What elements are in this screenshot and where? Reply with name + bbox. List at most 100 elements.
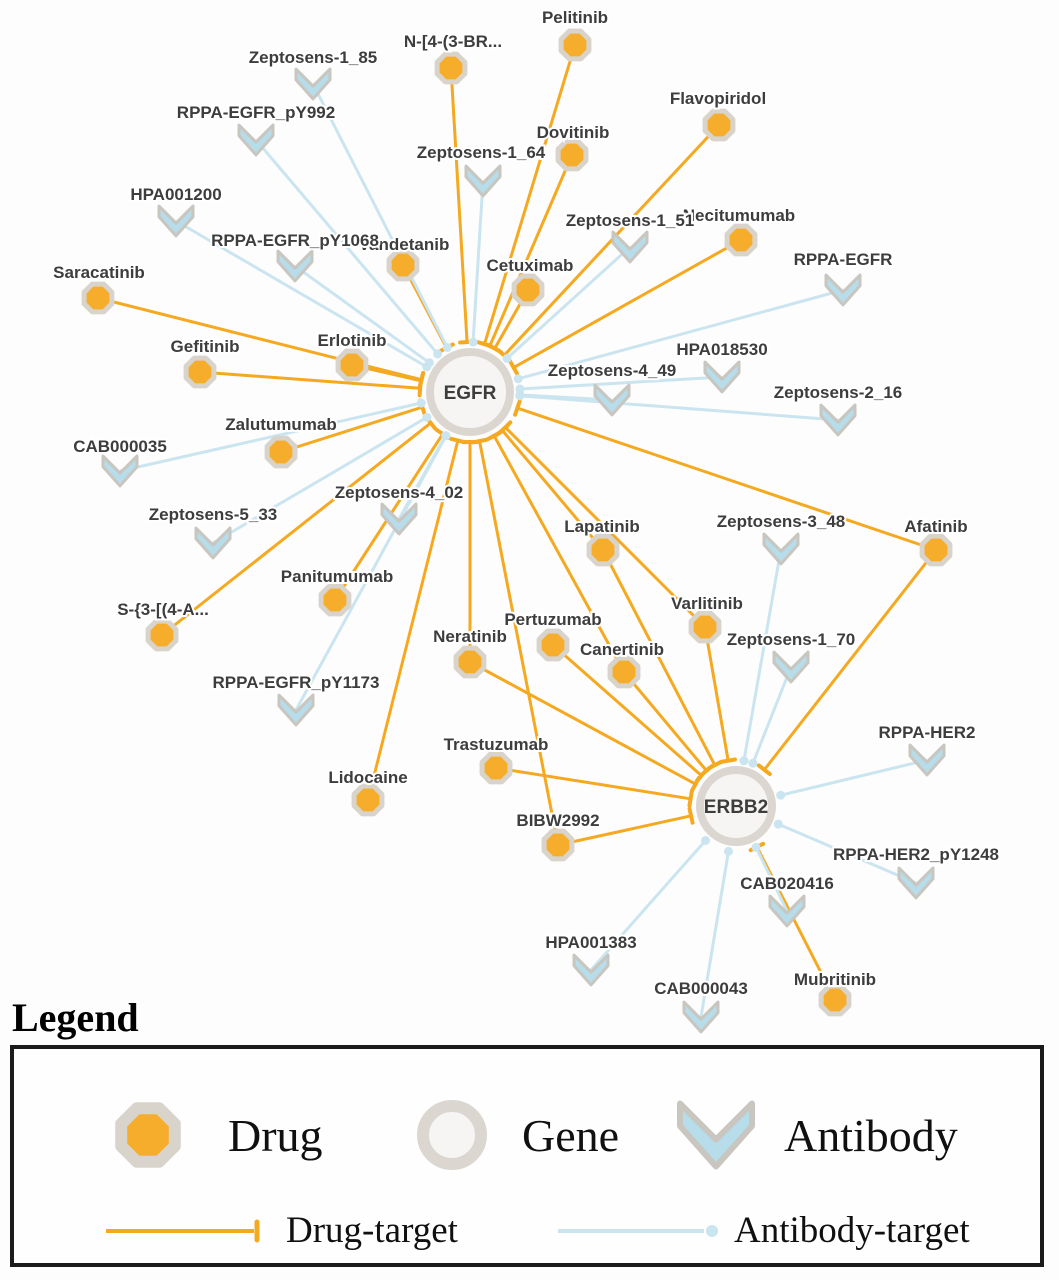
tee-end xyxy=(508,359,520,376)
drug-target-edge xyxy=(601,549,717,766)
drug-node-n4_3br xyxy=(434,51,468,85)
node-layer xyxy=(81,28,953,1034)
node-label-mubritinib: Mubritinib xyxy=(794,970,876,989)
drug-node-trastuzumab xyxy=(479,751,513,785)
antibody-icon xyxy=(677,1100,755,1170)
node-label-zeptosens_4_02: Zeptosens-4_02 xyxy=(335,483,464,502)
drug-target-edge xyxy=(622,671,708,772)
node-label-rppa_egfr_py1068: RPPA-EGFR_pY1068 xyxy=(211,231,379,250)
node-label-zalutumumab: Zalutumumab xyxy=(225,415,336,434)
tee-end xyxy=(687,789,694,808)
antibody-target-edge xyxy=(742,548,783,761)
antibody-node-hpa001383 xyxy=(572,953,610,987)
drug-node-mubritinib xyxy=(818,983,852,1017)
antibody-node-zeptosens_1_51 xyxy=(611,230,649,264)
legend-antibody-label: Antibody xyxy=(784,1109,958,1161)
node-label-hpa001383: HPA001383 xyxy=(545,933,636,952)
drug-target-edge xyxy=(449,67,469,343)
drug-node-saracatinib xyxy=(81,281,115,315)
dot-end xyxy=(502,353,512,363)
node-label-gefitinib: Gefitinib xyxy=(171,337,240,356)
tee-end xyxy=(756,763,772,777)
antibody-target-edge xyxy=(780,758,928,797)
legend-item-drug: Drug xyxy=(102,1089,323,1181)
drug-node-s3_4a xyxy=(145,618,179,652)
drug-target-edge xyxy=(703,626,730,761)
node-label-canertinib: Canertinib xyxy=(580,640,664,659)
tee-end xyxy=(470,437,489,445)
node-label-rppa_her2: RPPA-HER2 xyxy=(879,723,976,742)
node-label-cab000043: CAB000043 xyxy=(654,979,748,998)
node-label-neratinib: Neratinib xyxy=(433,627,507,646)
legend-antibody-target-label: Antibody-target xyxy=(734,1210,970,1251)
drug-node-zalutumumab xyxy=(264,435,298,469)
legend-drug-label: Drug xyxy=(228,1109,323,1161)
legend-gene-label: Gene xyxy=(522,1109,620,1161)
dot-end xyxy=(723,846,733,856)
legend-drug-target-label: Drug-target xyxy=(286,1210,458,1251)
node-label-hpa001200: HPA001200 xyxy=(130,185,221,204)
antibody-target-edge xyxy=(175,219,428,369)
antibody-target-edge xyxy=(519,394,839,422)
drug-node-gefitinib xyxy=(183,355,217,389)
node-label-lapatinib: Lapatinib xyxy=(564,517,640,536)
antibody-target-edge xyxy=(589,839,707,971)
node-label-necitumumab: Necitumumab xyxy=(683,206,795,225)
drug-target-edge xyxy=(512,238,742,369)
drug-target-edge xyxy=(199,370,421,390)
drug-target-sample-line xyxy=(106,1219,260,1242)
node-label-pelitinib: Pelitinib xyxy=(542,8,608,27)
antibody-target-edge xyxy=(212,416,428,545)
drug-target-edge xyxy=(488,154,574,347)
drug-icon xyxy=(115,1102,181,1168)
antibody-node-zeptosens_1_70 xyxy=(772,650,810,684)
antibody-target-edge xyxy=(751,666,793,764)
tee-end xyxy=(485,430,503,442)
legend-box: Drug Gene Antibody Drug-target Antibody-… xyxy=(10,1045,1044,1267)
drug-target-edge xyxy=(504,426,707,629)
dot-end xyxy=(433,349,443,359)
antibody-node-zeptosens_1_85 xyxy=(294,67,332,101)
dot-end xyxy=(773,819,783,829)
antibody-node-zeptosens_2_16 xyxy=(819,403,857,437)
dot-end xyxy=(416,398,426,408)
node-label-erlotinib: Erlotinib xyxy=(318,331,387,350)
drug-target-edge xyxy=(161,421,432,637)
node-label-saracatinib: Saracatinib xyxy=(53,263,145,282)
node-label-zeptosens_4_49: Zeptosens-4_49 xyxy=(548,361,677,380)
antibody-target-edge xyxy=(519,375,723,391)
node-label-rppa_egfr_py992: RPPA-EGFR_pY992 xyxy=(177,103,335,122)
drug-target-edge xyxy=(366,440,460,801)
node-label-zeptosens_1_64: Zeptosens-1_64 xyxy=(417,143,546,162)
drug-node-lidocaine xyxy=(351,783,385,817)
gene-label-egfr: EGFR xyxy=(444,383,497,404)
dot-end xyxy=(424,358,434,368)
node-label-zeptosens_3_48: Zeptosens-3_48 xyxy=(717,512,846,531)
antibody-target-edge xyxy=(294,435,448,711)
dot-end xyxy=(751,842,761,852)
drug-node-erlotinib xyxy=(335,348,369,382)
dot-end xyxy=(776,790,786,800)
dot-end xyxy=(441,431,451,441)
drug-node-varlitinib xyxy=(688,610,722,644)
drug-node-panitumumab xyxy=(318,583,352,617)
node-label-zeptosens_2_16: Zeptosens-2_16 xyxy=(774,383,903,402)
antibody-node-zeptosens_5_33 xyxy=(194,526,232,560)
gene-icon xyxy=(417,1100,487,1170)
antibody-target-edge xyxy=(506,245,632,360)
antibody-node-zeptosens_3_48 xyxy=(762,532,800,566)
tee-end xyxy=(486,343,503,354)
node-label-s3_4a: S-{3-[(4-A... xyxy=(117,600,209,619)
antibody-node-rppa_egfr xyxy=(824,273,862,307)
drug-target-edge xyxy=(478,440,560,846)
antibody-target-edge xyxy=(311,83,449,349)
drug-node-lapatinib xyxy=(586,533,620,567)
tee-end xyxy=(498,420,513,435)
dot-end xyxy=(468,337,478,347)
antibody-node-hpa018530 xyxy=(703,360,741,394)
antibody-node-hpa001200 xyxy=(157,204,195,238)
antibody-target-edge xyxy=(517,288,844,381)
node-label-rppa_egfr_py1173: RPPA-EGFR_pY1173 xyxy=(213,673,380,692)
antibody-node-cab000035 xyxy=(101,454,139,488)
